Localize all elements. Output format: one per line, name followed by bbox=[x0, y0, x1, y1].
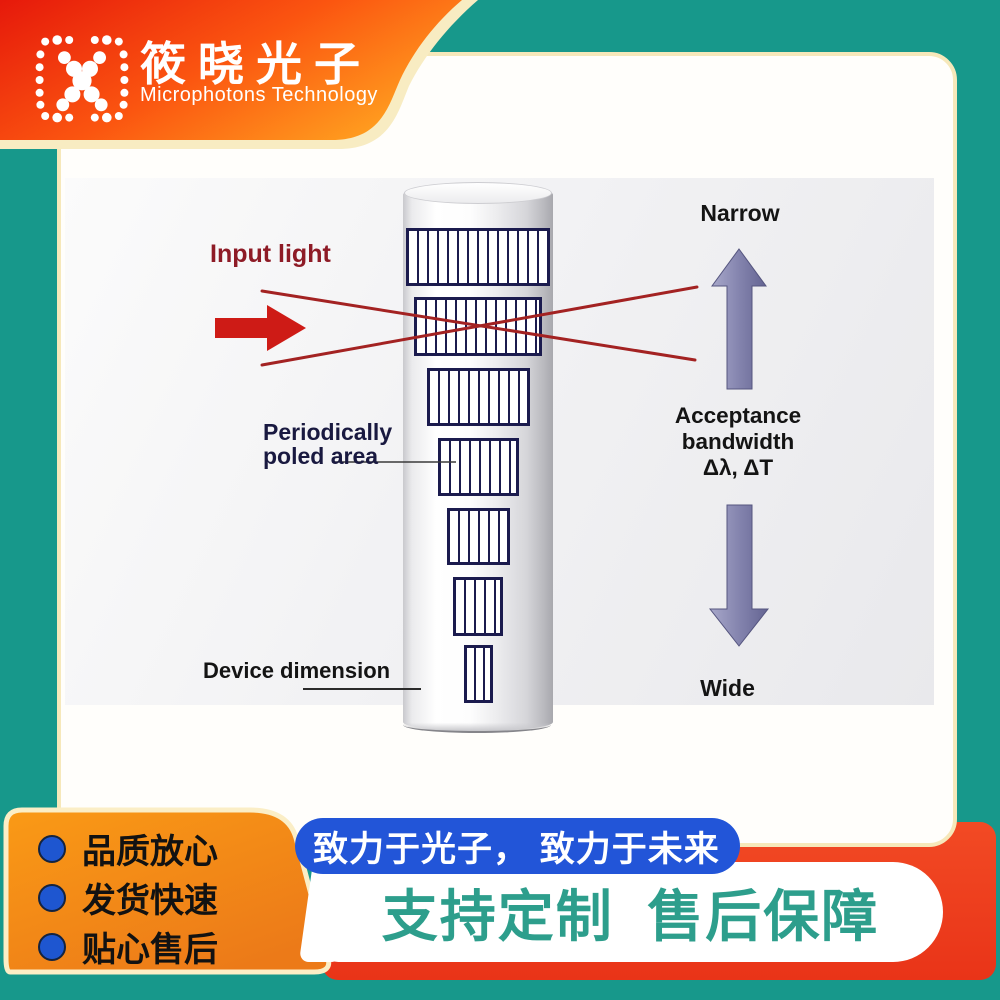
crystal-cylinder bbox=[403, 182, 553, 733]
feature-row-quality: 品质放心 bbox=[38, 824, 298, 873]
input-light-label: Input light bbox=[210, 240, 331, 268]
brand-name-en: Microphotons Technology bbox=[140, 84, 378, 106]
acceptance-bandwidth-label: Acceptance bandwidth Δλ, ΔT bbox=[648, 403, 828, 481]
promise-text: 支持定制 售后保障 bbox=[381, 884, 880, 948]
acceptance-line3: Δλ, ΔT bbox=[702, 455, 774, 480]
slogan-pill: 致力于光子， 致力于未来 bbox=[295, 818, 740, 874]
header-banner bbox=[0, 0, 478, 149]
blue-dot-icon bbox=[38, 834, 66, 863]
slogan-text: 致力于光子， 致力于未来 bbox=[313, 829, 720, 869]
feature-row-service: 贴心售后 bbox=[38, 922, 298, 971]
acceptance-line2: bandwidth bbox=[681, 429, 795, 454]
poled-area-label: Periodically poled area bbox=[263, 420, 392, 468]
feature-text: 品质放心 bbox=[82, 833, 218, 871]
brand-name-cn: 筱晓光子 bbox=[140, 38, 372, 90]
acceptance-line1: Acceptance bbox=[674, 403, 802, 428]
header-red-shape bbox=[0, 0, 462, 140]
promise-box: 支持定制 售后保障 bbox=[318, 862, 943, 962]
poled-area-line1: Periodically bbox=[263, 419, 393, 445]
brand-logo-icon bbox=[35, 35, 129, 123]
feature-list: 品质放心 发货快速 贴心售后 bbox=[38, 824, 298, 971]
poled-area-line2: poled area bbox=[263, 443, 379, 469]
blue-dot-icon bbox=[38, 883, 66, 912]
wide-label: Wide bbox=[700, 675, 755, 701]
feature-row-shipping: 发货快速 bbox=[38, 873, 298, 922]
blue-dot-icon bbox=[38, 932, 66, 961]
narrow-label: Narrow bbox=[700, 200, 780, 226]
device-dimension-label: Device dimension bbox=[203, 658, 391, 683]
feature-text: 发货快速 bbox=[82, 882, 218, 920]
feature-text: 贴心售后 bbox=[82, 931, 218, 969]
